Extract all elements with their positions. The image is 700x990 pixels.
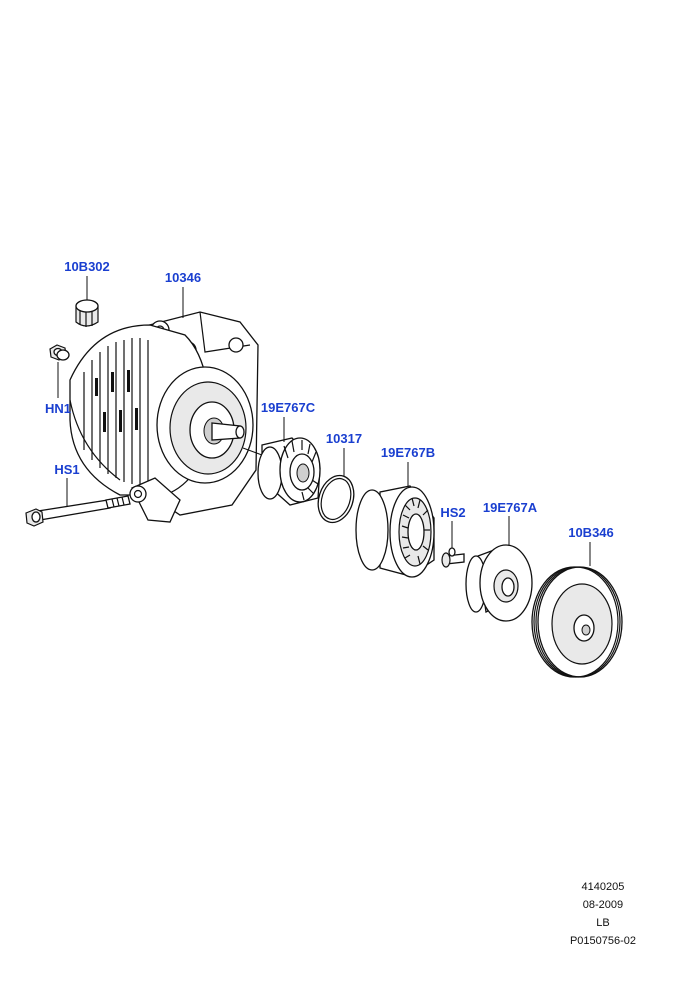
label-pulley[interactable]: 10B346 [568,525,614,540]
footer-date: 08-2009 [582,899,624,911]
clutch-housing-part[interactable] [355,485,435,578]
label-snap-ring[interactable]: 10317 [326,431,362,446]
label-nut[interactable]: HN1 [45,401,71,416]
footer-region: LB [596,917,610,929]
cap-part[interactable] [75,299,99,327]
label-clutch-hub[interactable]: 19E767A [483,500,538,515]
label-alternator[interactable]: 10346 [165,270,201,285]
label-cap[interactable]: 10B302 [64,259,110,274]
short-bolt-part[interactable] [441,547,465,568]
label-long-bolt[interactable]: HS1 [54,462,79,477]
nut-part[interactable] [49,344,70,361]
snap-ring-part[interactable] [312,471,359,527]
footer-code: 4140205 [581,881,625,893]
clutch-hub-part[interactable] [465,544,533,622]
inner-pulley-part[interactable] [257,437,321,506]
diagram-footer: 4140205 08-2009 LB P0150756-02 [570,878,636,950]
label-clutch-housing[interactable]: 19E767B [381,445,435,460]
pulley-part[interactable] [531,566,623,678]
footer-reference: P0150756-02 [569,935,636,947]
label-inner-pulley[interactable]: 19E767C [261,400,316,415]
label-short-bolt[interactable]: HS2 [440,505,465,520]
long-bolt-part[interactable] [25,495,131,527]
alternator-part[interactable] [69,311,259,523]
